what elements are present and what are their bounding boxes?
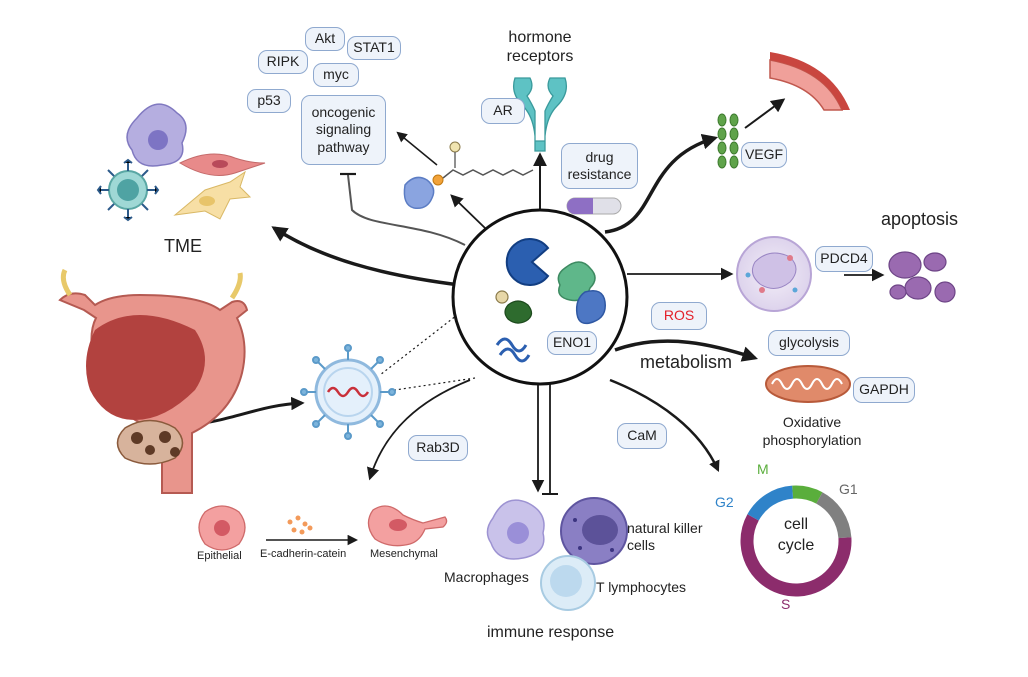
exosome-icon [300,344,396,440]
dotted-to-exosome-b [394,377,476,391]
rab3d-pill: Rab3D [408,435,468,461]
myc-pill: myc [313,63,359,87]
arrow-to-tme [271,226,461,287]
hormone-receptor-icon [512,77,568,152]
mitochondrion-icon [765,365,851,403]
ros-pill: ROS [651,302,707,330]
akt-pill: Akt [305,27,345,51]
cell-cycle-ring [740,485,852,597]
e-cadherin-label: E-cadherin-catein [260,548,347,560]
apoptotic-bodies-icon [888,251,956,303]
arrow-to-phosphorylated-protein [450,194,486,229]
ar-pill: AR [481,98,525,124]
eno1-pill: ENO1 [547,331,597,355]
arrow-to-vegf [604,134,719,234]
vegf-pill: VEGF [741,142,787,168]
apoptosis-label: apoptosis [881,209,959,229]
phosphorylated-protein [403,141,534,210]
epithelial-label: Epithelial [197,550,242,562]
drug-capsule-icon [566,197,622,215]
fibroblast-yellow-icon [173,170,252,220]
immune-response-label: immune response [487,624,615,641]
natural-killer-cells-label: natural killer cells [627,520,703,553]
vegf-receptor-icon [717,113,739,169]
e-cadherin-particles-icon [287,515,313,535]
arrow-to-cell-cycle [609,378,720,473]
bladder-prostate-icon [58,268,249,494]
pacman-enzyme-icon [505,238,550,286]
t-lymphocytes-label: T lymphocytes [596,579,686,595]
apoptotic-cell-icon [736,236,812,312]
blue-protein-icon [575,290,606,325]
connector-arrows [189,98,885,546]
cell-cycle-segment-g1 [740,485,852,597]
macrophage-immune-icon [486,499,545,560]
arrow-to-emt [366,379,471,481]
glycolysis-pill: glycolysis [768,330,850,356]
hormone-receptors-label: hormone receptors [506,29,574,66]
tme-cells [96,103,266,222]
phase-label-g2: G2 [715,494,734,510]
gapdh-pill: GAPDH [853,377,915,403]
phase-label-g1: G1 [839,481,858,497]
cell-cycle-center [747,492,845,590]
small-particle-icon [495,290,509,304]
pdcd4-pill: PDCD4 [815,246,873,272]
p53-pill: p53 [247,89,291,113]
phase-label-m: M [757,461,769,477]
cell-cycle-segment-s [740,485,852,597]
nk-cell-icon [560,497,628,565]
arrow-to-blood-vessel [744,98,786,129]
oxidative-phosphorylation-label: Oxidative phosphorylation [762,414,862,448]
stat1-pill: STAT1 [347,36,401,60]
cell-cycle-segment-g2 [740,485,852,597]
macrophages-label: Macrophages [444,569,529,585]
oncogenic-pathway-box: oncogenic signaling pathway [301,95,386,165]
dotted-to-exosome-a [379,304,471,376]
mesenchymal-cell-icon [367,505,448,547]
cam-pill: CaM [617,423,667,449]
blood-vessel-icon [769,52,850,111]
ripk-pill: RIPK [258,50,308,74]
epithelial-cell-icon [198,505,246,551]
dark-green-protein-icon [504,300,533,324]
t-lymphocyte-icon [540,555,596,611]
prostate-tumor-icon [116,419,184,465]
inhibit-oncogenic [347,174,466,246]
dna-coil-icon [495,337,531,363]
drug-resistance-pill: drug resistance [561,143,638,189]
tme-label: TME [164,236,202,256]
metabolism-label: metabolism [640,352,733,372]
arrow-to-metabolism [614,339,758,362]
eno1-hub [451,208,629,386]
mesenchymal-label: Mesenchymal [370,548,438,560]
cell-cycle-title: cell cycle [777,516,815,554]
arrow-to-oncogenic-box [396,131,438,166]
phase-label-s: S [781,596,791,612]
